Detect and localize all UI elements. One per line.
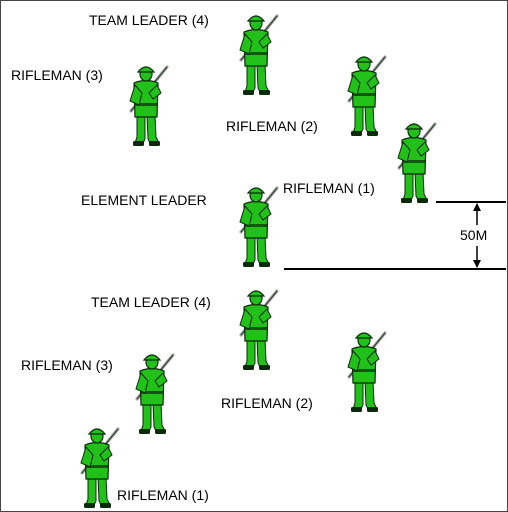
interval-line-top: [436, 201, 506, 203]
soldier-icon-element-leader: [233, 184, 279, 268]
soldier-with-rifle-icon: [239, 186, 279, 267]
label-top-rifleman-2: RIFLEMAN (2): [226, 118, 318, 134]
soldier-with-rifle-icon: [80, 427, 120, 508]
soldier-with-rifle-icon: [347, 55, 387, 136]
soldier-with-rifle-icon: [397, 122, 437, 203]
soldier-with-rifle-icon: [239, 289, 279, 370]
interval-line-bottom: [284, 268, 506, 270]
label-top-rifleman-3: RIFLEMAN (3): [11, 67, 103, 83]
soldier-icon-top-rifleman-2: [341, 53, 387, 137]
soldier-with-rifle-icon: [347, 331, 387, 412]
soldier-with-rifle-icon: [129, 65, 169, 146]
soldier-icon-top-team-leader: [233, 12, 279, 96]
label-bottom-rifleman-1: RIFLEMAN (1): [117, 487, 209, 503]
interval-label: 50M: [460, 227, 488, 243]
soldier-icon-bottom-team-leader: [233, 287, 279, 371]
label-bottom-rifleman-2: RIFLEMAN (2): [221, 395, 313, 411]
soldier-icon-top-rifleman-3: [123, 63, 169, 147]
soldier-icon-bottom-rifleman-3: [129, 351, 175, 435]
label-top-team-leader: TEAM LEADER (4): [89, 12, 209, 28]
label-element-leader: ELEMENT LEADER: [81, 192, 207, 208]
label-bottom-rifleman-3: RIFLEMAN (3): [21, 357, 113, 373]
interval-arrow-icon: [473, 203, 481, 268]
soldier-with-rifle-icon: [135, 353, 175, 434]
soldier-icon-bottom-rifleman-1: [74, 425, 120, 509]
soldier-icon-bottom-rifleman-2: [341, 329, 387, 413]
label-top-rifleman-1: RIFLEMAN (1): [283, 180, 375, 196]
label-bottom-team-leader: TEAM LEADER (4): [91, 294, 211, 310]
soldier-with-rifle-icon: [239, 14, 279, 95]
soldier-icon-top-rifleman-1: [391, 120, 437, 204]
